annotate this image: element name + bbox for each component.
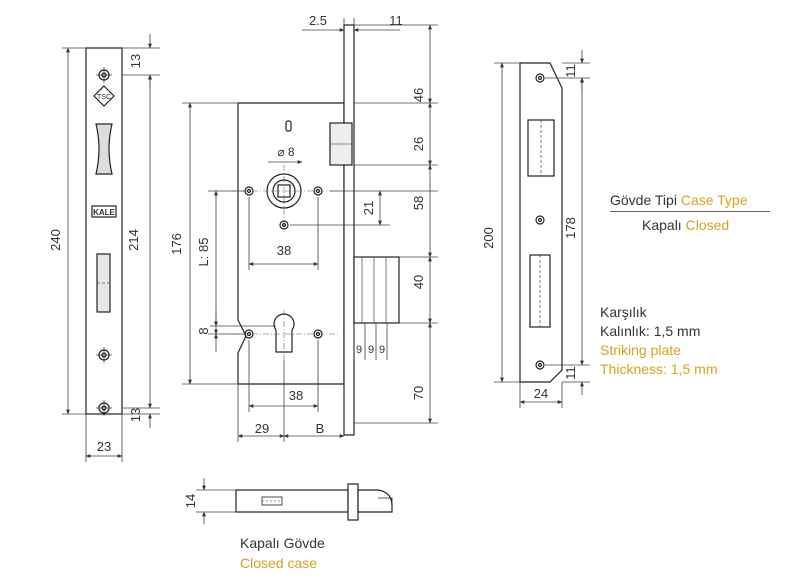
- hole-slot: [285, 120, 292, 132]
- dim-striking-inner: 178: [563, 217, 578, 239]
- bottom-latch: [357, 489, 393, 513]
- screw-hole-icon: [535, 360, 545, 370]
- screw-hole-icon: [96, 67, 112, 83]
- dim-46: 46: [411, 88, 426, 102]
- bottom-body: [235, 489, 349, 513]
- dim-forend-11: 11: [389, 13, 403, 28]
- striking-dimensions: [494, 50, 590, 408]
- bottom-view: [235, 483, 393, 521]
- faceplate-dim-labels: 240 214 13 13 23: [48, 54, 143, 454]
- dim-9-c: 9: [379, 344, 385, 356]
- case-type-value-row: Kapalı Closed: [642, 216, 782, 234]
- tsc-logo: TSC: [93, 85, 115, 107]
- striking-info-line2-tr: Kalınlık: 1,5 mm: [600, 323, 701, 339]
- dim-faceplate-inner: 214: [126, 229, 141, 251]
- faceplate-dimensions: [62, 34, 160, 462]
- dim-9-b: 9: [368, 344, 374, 356]
- screw-hole-icon: [96, 400, 112, 416]
- dim-9-a: 9: [356, 344, 362, 356]
- lock-dimensions: [182, 18, 438, 442]
- lock-dim-labels: 2.5 11 46 26 58 40 70 21 176 L: 85 8 ⌀ 8…: [169, 13, 426, 436]
- center-lines: [230, 165, 340, 360]
- faceplate-front-view: TSC KALE: [85, 47, 123, 416]
- dim-faceplate-height: 240: [48, 229, 63, 251]
- dim-striking-width: 24: [534, 386, 548, 401]
- striking-plate-outline: [519, 62, 563, 383]
- striking-info-block: Karşılık Kalınlık: 1,5 mm Striking plate…: [600, 303, 780, 379]
- screw-hole-icon: [96, 347, 112, 363]
- lock-forend: [343, 24, 355, 436]
- tsc-logo-text: TSC: [97, 94, 111, 101]
- dim-faceplate-top: 13: [128, 54, 143, 68]
- kale-logo-text: KALE: [93, 208, 115, 217]
- dim-diameter-8: ⌀ 8: [277, 145, 295, 159]
- lock-body: [237, 24, 400, 436]
- dim-l85: L: 85: [196, 238, 211, 267]
- bottom-caption-tr: Kapalı Gövde: [240, 535, 325, 551]
- bottom-handle-nub: [378, 497, 393, 510]
- striking-info-line1-tr: Karşılık: [600, 304, 647, 320]
- dim-26: 26: [411, 137, 426, 151]
- latch-bolt: [95, 123, 113, 175]
- striking-info-line1-en: Striking plate: [600, 342, 681, 358]
- dim-70: 70: [411, 386, 426, 400]
- dim-bottom-14: 14: [183, 494, 198, 508]
- dim-38-spindle: 38: [277, 243, 291, 258]
- case-type-row: Gövde Tipi Case Type: [610, 191, 780, 209]
- screw-hole-icon: [535, 73, 545, 83]
- dim-38-cyl: 38: [289, 388, 303, 403]
- case-type-value-tr: Kapalı: [642, 217, 682, 233]
- dim-21: 21: [361, 201, 376, 215]
- striking-info-line2-en: Thickness: 1,5 mm: [600, 361, 718, 377]
- case-type-label-en: Case Type: [680, 192, 748, 208]
- dim-40: 40: [411, 275, 426, 289]
- dim-offset-25: 2.5: [309, 13, 327, 28]
- dim-faceplate-width: 23: [97, 439, 111, 454]
- case-type-block: Gövde Tipi Case Type: [610, 191, 780, 209]
- bottom-caption-en: Closed case: [240, 555, 318, 571]
- bottom-dimensions: [196, 478, 236, 524]
- dim-faceplate-bottom: 13: [128, 408, 143, 422]
- striking-dim-labels: 200 178 11 11 24: [481, 64, 578, 401]
- bottom-forend: [347, 483, 359, 521]
- case-type-value-en: Closed: [685, 217, 730, 233]
- dim-8-cyl: 8: [196, 327, 211, 334]
- kale-logo: KALE: [91, 205, 117, 218]
- dim-29: 29: [255, 421, 269, 436]
- dim-striking-top: 11: [563, 64, 578, 78]
- screw-hole-icon: [535, 215, 545, 225]
- bottom-view-caption: Kapalı Gövde Closed case: [240, 533, 400, 573]
- dim-176: 176: [169, 233, 184, 255]
- dim-striking-bottom: 11: [563, 366, 578, 380]
- dim-striking-height: 200: [481, 227, 496, 249]
- dead-bolt-side: [353, 256, 400, 324]
- dim-b: B: [316, 421, 325, 436]
- dim-58: 58: [411, 196, 426, 210]
- striking-plate: [519, 62, 563, 383]
- case-type-label-tr: Gövde Tipi: [610, 192, 677, 208]
- case-type-divider: [610, 211, 770, 212]
